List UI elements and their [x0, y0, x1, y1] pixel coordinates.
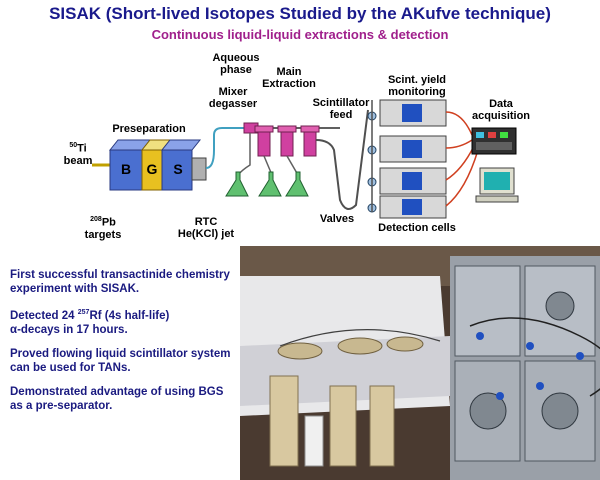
extractor-2 [280, 129, 294, 157]
cable-2 [445, 139, 473, 149]
cable-3 [445, 145, 475, 181]
cell-2-core [402, 140, 422, 158]
extractor-1-top [254, 125, 274, 133]
bullet-rf-decays: Detected 24 257Rf (4s half-life) α-decay… [10, 309, 170, 336]
cell-1-core [402, 104, 422, 122]
label-preseparation: Preseparation [112, 123, 186, 135]
cell-3-core [402, 172, 422, 190]
label-aqueous-phase: Aqueous phase [212, 52, 260, 76]
bgs-letter-g: G [146, 161, 158, 177]
cell-4-core [402, 199, 422, 215]
page-subtitle: Continuous liquid-liquid extractions & d… [151, 27, 449, 42]
extractor-2-top [277, 125, 297, 133]
label-scintillator-feed: Scintillator feed [312, 97, 370, 121]
label-main-extraction: Main Extraction [262, 66, 316, 90]
cable-1 [445, 111, 473, 136]
bullet-bgs-advantage: Demonstrated advantage of using BGS as a… [10, 385, 224, 412]
flasks [225, 171, 309, 197]
page-title: SISAK (Short-lived Isotopes Studied by t… [49, 4, 551, 23]
label-rtc-jet: RTC He(KCl) jet [177, 216, 235, 240]
flask-2 [258, 171, 282, 197]
flask-1 [225, 171, 249, 197]
bgs-separator [108, 139, 207, 191]
sisak-schematic [92, 99, 519, 219]
daq-crate [471, 127, 517, 155]
bgs-letter-b: B [120, 161, 132, 177]
bullet-first-experiment: First successful transactinide chemistry… [10, 269, 230, 295]
computer-icon [475, 167, 519, 203]
apparatus-photo [240, 246, 600, 480]
valves [367, 100, 377, 213]
label-ti-beam: 50Ti beam [63, 142, 93, 167]
bullet-scintillator: Proved flowing liquid scintillator syste… [10, 347, 231, 374]
extractor-3-top [300, 125, 320, 133]
label-mixer-degasser: Mixer degasser [208, 86, 258, 110]
label-pb-targets: 208Pb targets [84, 216, 122, 241]
scint-line [315, 109, 369, 210]
extractor-3 [303, 129, 317, 157]
label-valves: Valves [319, 213, 355, 225]
rtc-capillary [205, 127, 246, 169]
cable-4 [445, 149, 479, 207]
bgs-letter-s: S [173, 161, 183, 177]
bullet-list: First successful transactinide chemistry… [10, 268, 238, 423]
label-data-acquisition: Data acquisition [471, 98, 531, 122]
rtc-box [191, 157, 207, 181]
extractors [254, 125, 320, 157]
extractor-1 [257, 129, 271, 157]
label-scint-yield: Scint. yield monitoring [387, 74, 447, 98]
drain-1 [237, 133, 251, 176]
label-detection-cells: Detection cells [378, 222, 456, 234]
detection-cells [379, 99, 447, 219]
magnet-b [109, 149, 143, 191]
flask-3 [285, 171, 309, 197]
